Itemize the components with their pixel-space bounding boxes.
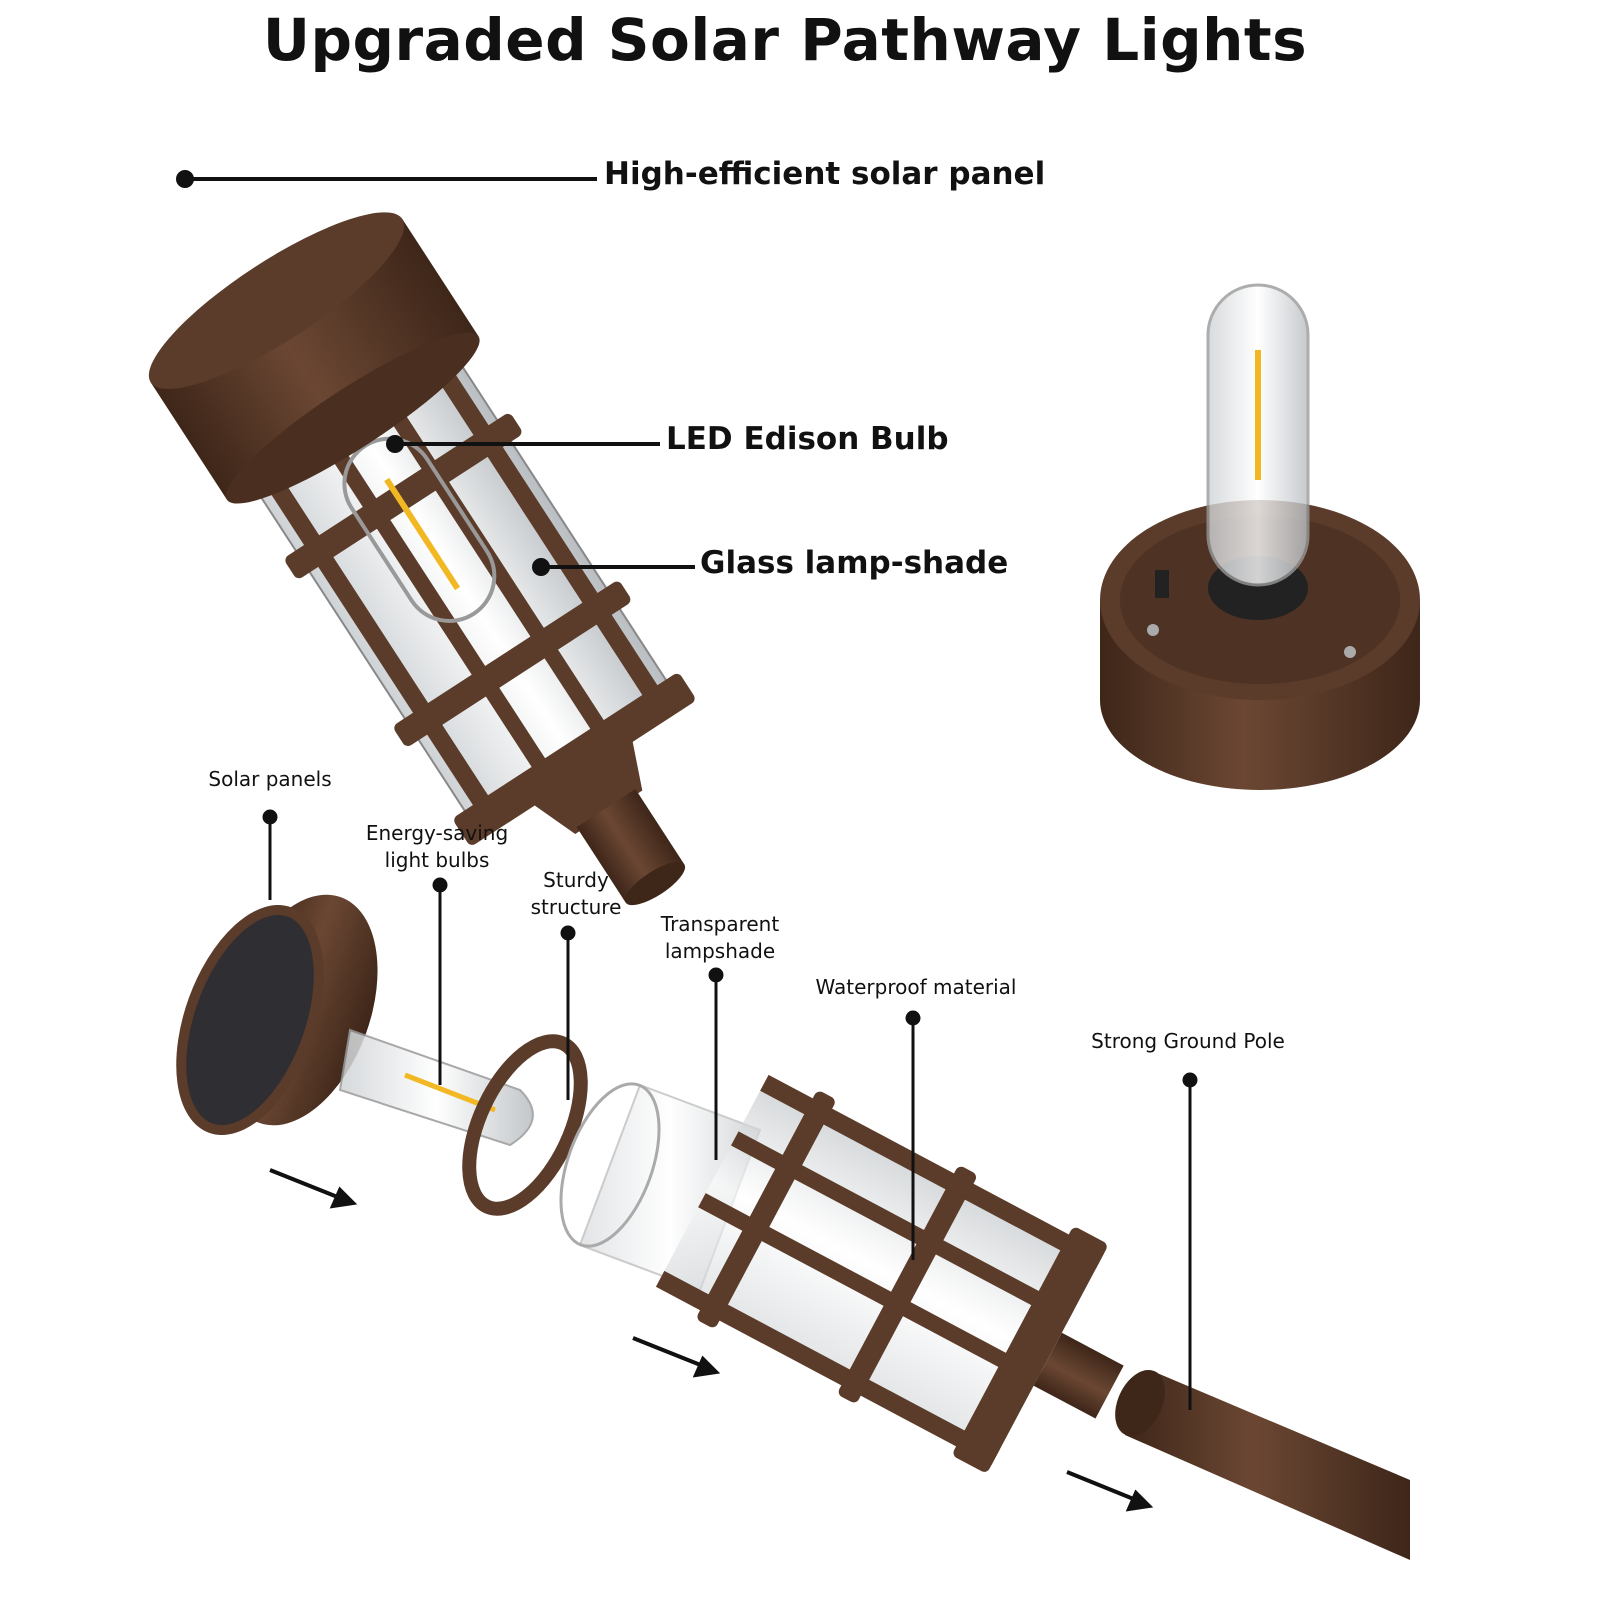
label-solar-panels: Solar panels [208,766,331,793]
page-title: Upgraded Solar Pathway Lights [262,6,1308,74]
label-line: Solar panels [208,767,332,791]
label-energy-saving-bulbs: Energy-saving light bulbs [366,820,508,874]
solar-cap [176,894,378,1135]
label-transparent-lampshade: Transparent lampshade [661,911,779,965]
label-line: Waterproof material [815,975,1017,999]
leader-lines [176,170,695,576]
bulb-part [338,1028,534,1147]
label-waterproof-material: Waterproof material [816,974,1017,1001]
label-line: light bulbs [384,848,490,872]
label-glass-shade: Glass lamp-shade [700,545,1009,581]
label-sturdy-structure: Sturdy structure [531,867,622,921]
main-lamp [148,212,695,906]
label-line: Energy-saving [365,821,509,845]
label-solar-panel: High-efficient solar panel [604,156,1046,192]
assembly-arrows [269,1168,1154,1512]
label-line: structure [530,895,622,919]
base-with-bulb [1100,283,1420,790]
label-line: lampshade [664,939,776,963]
label-led-bulb: LED Edison Bulb [666,421,949,457]
ring-part [462,1034,588,1216]
label-ground-pole: Strong Ground Pole [1091,1028,1285,1055]
label-line: Strong Ground Pole [1091,1029,1285,1053]
ground-pole [1115,1369,1410,1560]
label-line: Sturdy [543,868,609,892]
cage-part [655,1074,1124,1472]
label-line: Transparent [660,912,780,936]
